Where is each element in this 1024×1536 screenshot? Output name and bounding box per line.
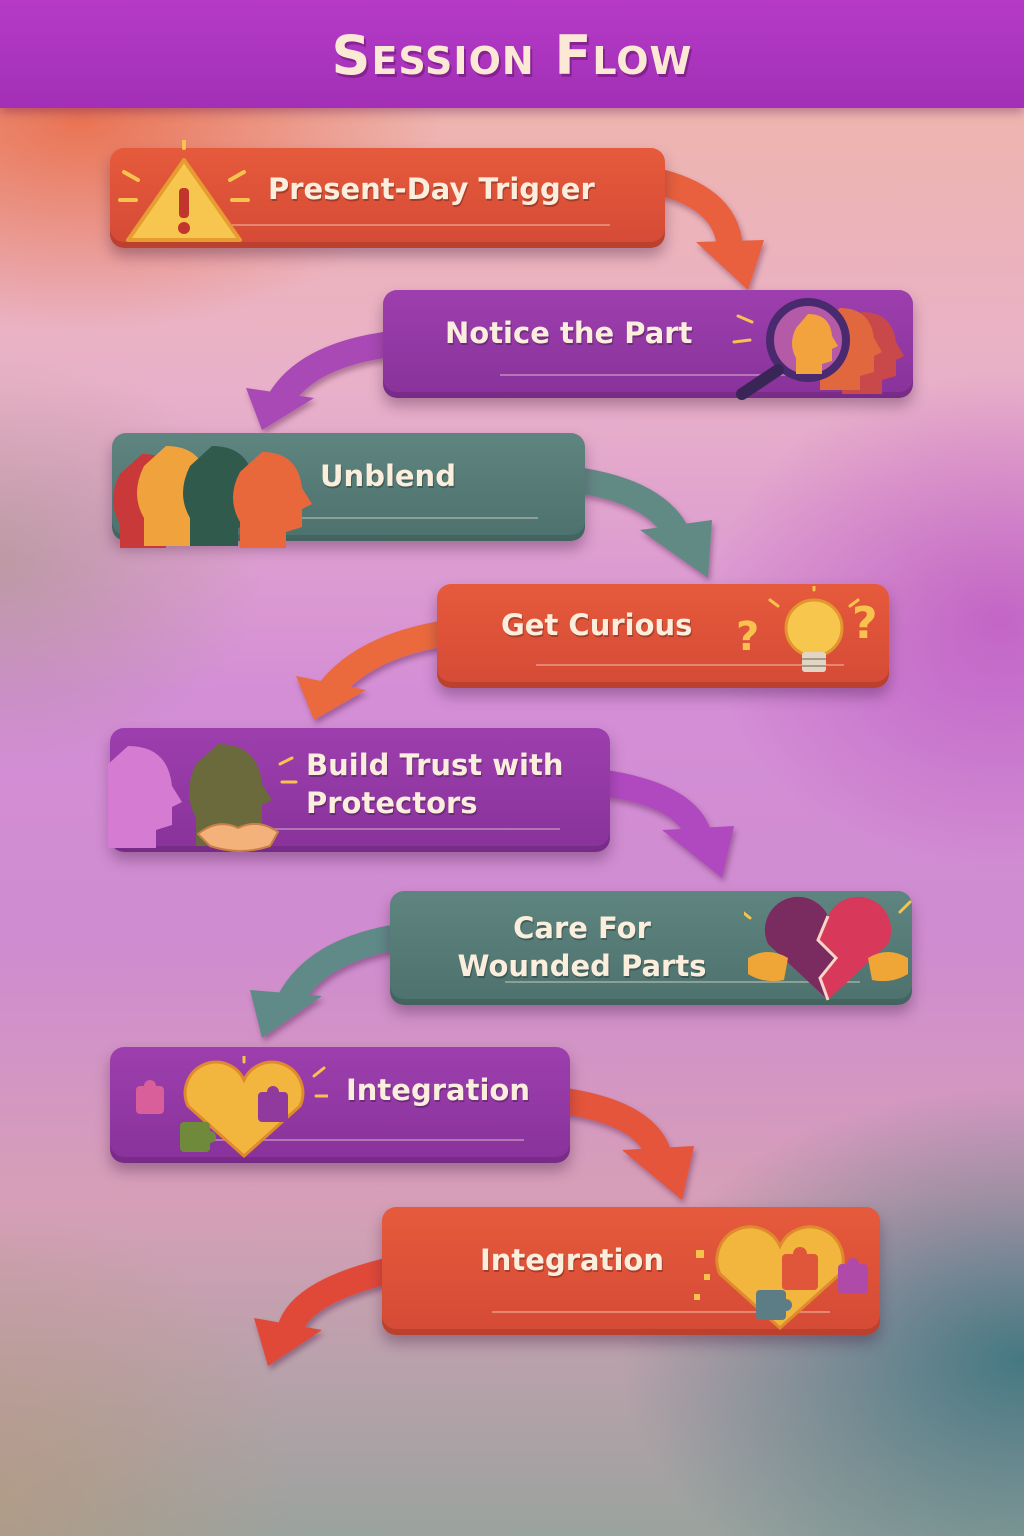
magnifier-heads-icon <box>732 298 904 400</box>
handshake-heads-icon <box>108 744 298 852</box>
hugged-broken-heart-icon <box>744 896 912 1001</box>
arrow-1 <box>656 169 764 290</box>
title-banner: Session Flow <box>0 0 1024 108</box>
step-label: Build Trust with Protectors <box>306 748 564 820</box>
lightbulb-question-icon: ? ? <box>736 586 878 672</box>
svg-text:?: ? <box>736 614 759 660</box>
puzzle-heart-icon <box>136 1056 328 1159</box>
step-label: Present-Day Trigger <box>268 172 595 206</box>
step-label: Care For Wounded Parts <box>457 911 707 983</box>
step-label: Notice the Part <box>445 316 693 350</box>
step-label: Unblend <box>320 459 456 493</box>
page-title: Session Flow <box>331 24 693 87</box>
warning-icon <box>118 140 250 242</box>
step-label: Get Curious <box>501 608 693 642</box>
puzzle-heart-icon <box>694 1225 868 1331</box>
step-label: Integration <box>480 1243 664 1277</box>
arrow-8 <box>254 1255 403 1366</box>
svg-text:?: ? <box>852 598 878 649</box>
overlapping-heads-icon <box>113 446 312 548</box>
step-present-day-trigger: Present-Day Trigger <box>110 148 665 248</box>
step-label: Integration <box>346 1073 530 1107</box>
